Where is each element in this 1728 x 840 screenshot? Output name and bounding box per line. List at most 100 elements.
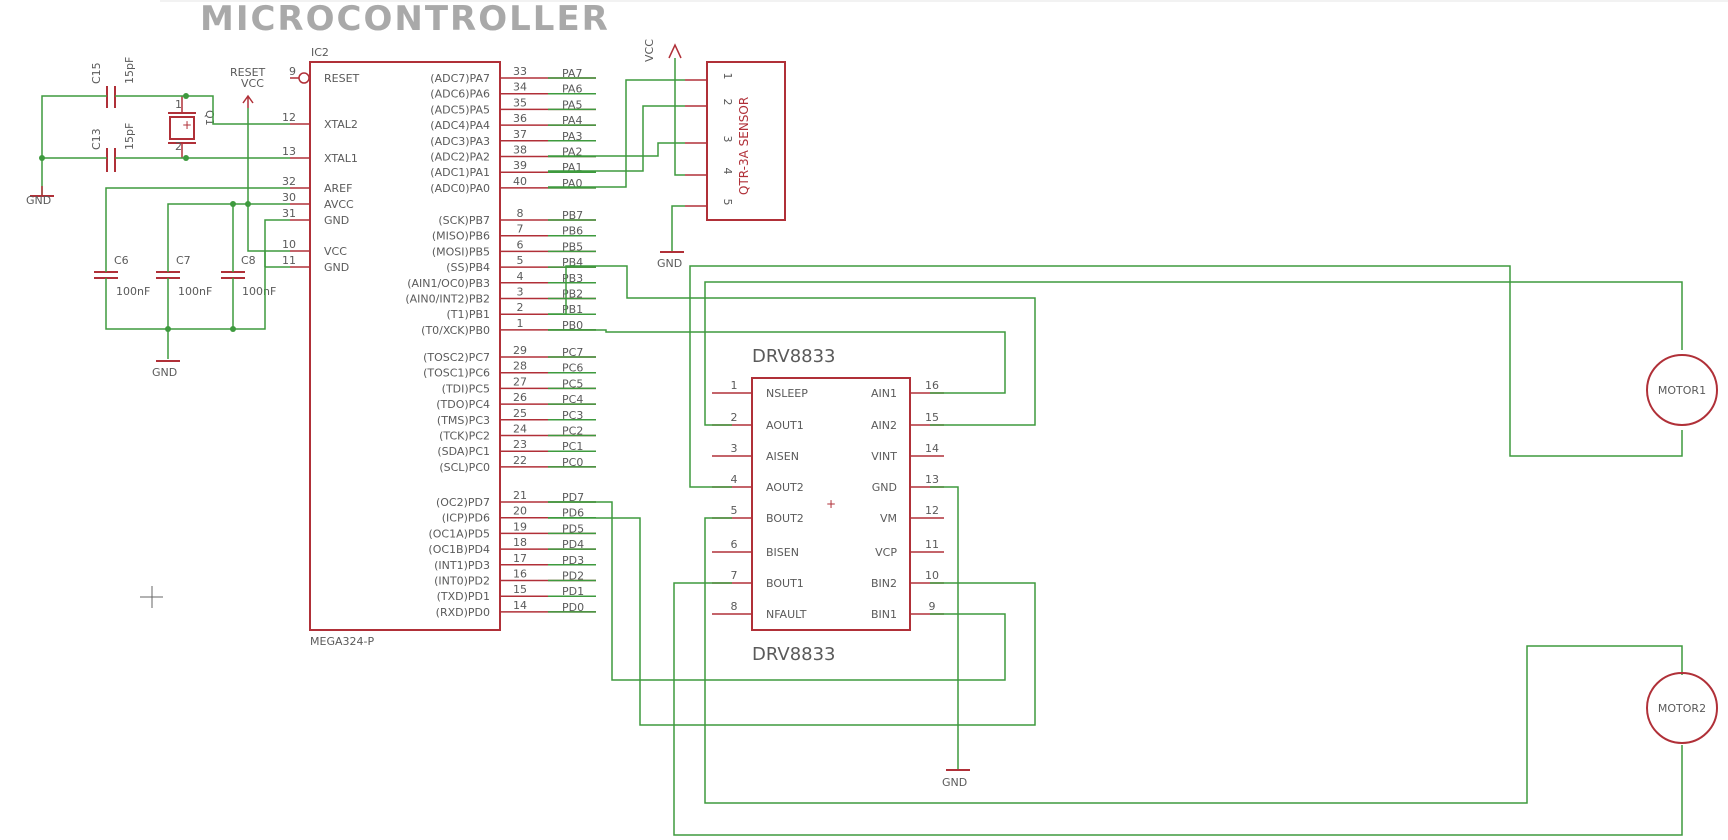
c15-value: 15pF	[123, 57, 136, 84]
ic2-pin-name: (TDO)PC4	[436, 398, 490, 411]
net-label: PD7	[562, 491, 584, 504]
drv-pin-number: 14	[925, 442, 939, 455]
drv-pin-name: BIN1	[871, 608, 897, 621]
ic2-pin-number: 37	[513, 128, 527, 141]
drv-pin-number: 8	[731, 600, 738, 613]
ic2-pin-name: (SDA)PC1	[437, 445, 490, 458]
cap-c13[interactable]	[106, 148, 116, 172]
ic2-pin-name: (TXD)PD1	[437, 590, 490, 603]
sensor-body[interactable]	[706, 61, 786, 221]
ic2-pin-name: (MISO)PB6	[432, 230, 490, 243]
ic2-pin-name: (OC1A)PD5	[428, 527, 490, 540]
ic2-pin-name: (TOSC2)PC7	[423, 351, 490, 364]
sensor-pin-number: 5	[721, 199, 734, 206]
ic2-pin-number: 25	[513, 407, 527, 420]
net-label: PC4	[562, 393, 583, 406]
ic2-pin-name: (TOSC1)PC6	[423, 367, 490, 380]
drv-pin-name: GND	[872, 481, 897, 494]
ic2-pin-number: 34	[513, 81, 527, 94]
net-label: PA5	[562, 98, 582, 111]
cap-c6[interactable]	[94, 271, 118, 279]
ic2-pin-number: 18	[513, 536, 527, 549]
crystal-q1[interactable]	[168, 96, 196, 158]
ic2-pin-number: 5	[517, 254, 524, 267]
sensor-pin-number: 4	[721, 168, 734, 175]
gnd-label-crystal: GND	[26, 194, 51, 207]
drv-pin-name: AOUT1	[766, 419, 804, 432]
ic2-pin-number: 38	[513, 144, 527, 157]
net-label: PD3	[562, 554, 584, 567]
drv-pin-name: BOUT1	[766, 577, 804, 590]
cap-c7[interactable]	[156, 271, 180, 279]
ic2-pin-name: (AIN0/INT2)PB2	[405, 293, 490, 306]
sensor-pin-number: 3	[721, 136, 734, 143]
sensor-pins: 1 2 3 4 5	[685, 73, 734, 207]
c8-value: 100nF	[242, 285, 276, 298]
drv-pin-number: 15	[925, 411, 939, 424]
ic2-pin-name: (INT0)PD2	[434, 575, 490, 588]
ic2-pin-number: 33	[513, 65, 527, 78]
crystal-polarity-plus: +	[182, 118, 192, 132]
ic2-pin-number: 19	[513, 520, 527, 533]
ic2-pin-name: AVCC	[324, 198, 354, 211]
ic2-pin-name: (T0/XCK)PB0	[421, 324, 490, 337]
ic2-pin-name: XTAL1	[324, 152, 358, 165]
net-label: PB2	[562, 288, 583, 301]
ic2-pin-number: 24	[513, 423, 527, 436]
ic2-pin-name: (TDI)PC5	[442, 382, 490, 395]
ic2-pin-number: 15	[513, 583, 527, 596]
drv-pin-number: 3	[731, 442, 738, 455]
c8-ref: C8	[241, 254, 256, 267]
ic2-pin-number: 10	[282, 238, 296, 251]
net-label: PC0	[562, 456, 583, 469]
net-label: PD1	[562, 585, 584, 598]
drv-pin-number: 16	[925, 379, 939, 392]
ic2-pin-name: (ADC5)PA5	[430, 103, 490, 116]
sensor-nets	[548, 58, 685, 252]
vcc-reset-arrow	[242, 94, 254, 108]
ic2-pin-name: (TMS)PC3	[437, 414, 490, 427]
ic2-pin-number: 20	[513, 505, 527, 518]
reset-pin-bubble	[298, 72, 310, 84]
ic2-body[interactable]	[309, 61, 501, 631]
net-label: PC3	[562, 409, 583, 422]
ic2-pin-name: GND	[324, 261, 349, 274]
drv-gnd-net	[930, 486, 970, 771]
sensor-pin-number: 2	[721, 99, 734, 106]
drv8833-body[interactable]	[751, 377, 911, 631]
drv-pin-name: BIN2	[871, 577, 897, 590]
vcc-sensor-arrow	[668, 43, 682, 59]
net-label: PC7	[562, 346, 583, 359]
motor1-label: MOTOR1	[1658, 384, 1706, 397]
ic2-pin-number: 23	[513, 438, 527, 451]
ic2-pin-number: 14	[513, 599, 527, 612]
drv-right-pins: 16AIN115AIN214VINT13GND12VM11VCP10BIN29B…	[871, 379, 944, 621]
cap-c15[interactable]	[106, 86, 116, 108]
gnd-label-caps: GND	[152, 366, 177, 379]
drv-pin-name: AOUT2	[766, 481, 804, 494]
drv-pin-name: NSLEEP	[766, 387, 808, 400]
net-label: PC5	[562, 377, 583, 390]
ic2-pin-number: 7	[517, 223, 524, 236]
ic2-pin-number: 11	[282, 254, 296, 267]
ic2-pin-number: 32	[282, 175, 296, 188]
net-label: PD4	[562, 538, 584, 551]
ic2-pin-number: 12	[282, 111, 296, 124]
mcu-drv-nets	[548, 265, 1036, 726]
c13-value: 15pF	[123, 123, 136, 150]
ic2-pin-number: 27	[513, 375, 527, 388]
motor1[interactable]	[1646, 354, 1718, 426]
ic2-pin-name: VCC	[324, 245, 347, 258]
drv-pin-number: 7	[731, 569, 738, 582]
sensor-pin-number: 1	[721, 73, 734, 80]
schematic-title: MICROCONTROLLER	[200, 0, 610, 39]
ic2-pin-number: 3	[517, 286, 524, 299]
cap-c8[interactable]	[221, 271, 245, 279]
drv-pin-number: 10	[925, 569, 939, 582]
ic2-pin-name: (SCL)PC0	[439, 461, 490, 474]
motor2[interactable]	[1646, 672, 1718, 744]
drv-pin-number: 2	[731, 411, 738, 424]
ic2-pin-number: 22	[513, 454, 527, 467]
